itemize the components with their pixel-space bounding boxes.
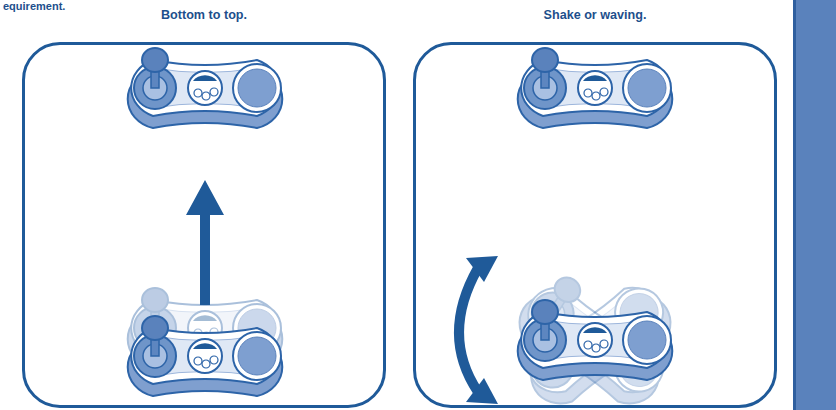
panel-border (22, 42, 386, 408)
heading-fragment: equirement. (3, 0, 65, 12)
panel: Bottom to top. (22, 2, 386, 408)
panel-heading: Bottom to top. (22, 8, 386, 22)
panel: Shake or waving. (413, 2, 777, 408)
panel-heading: Shake or waving. (413, 8, 777, 22)
panel-border (413, 42, 777, 408)
